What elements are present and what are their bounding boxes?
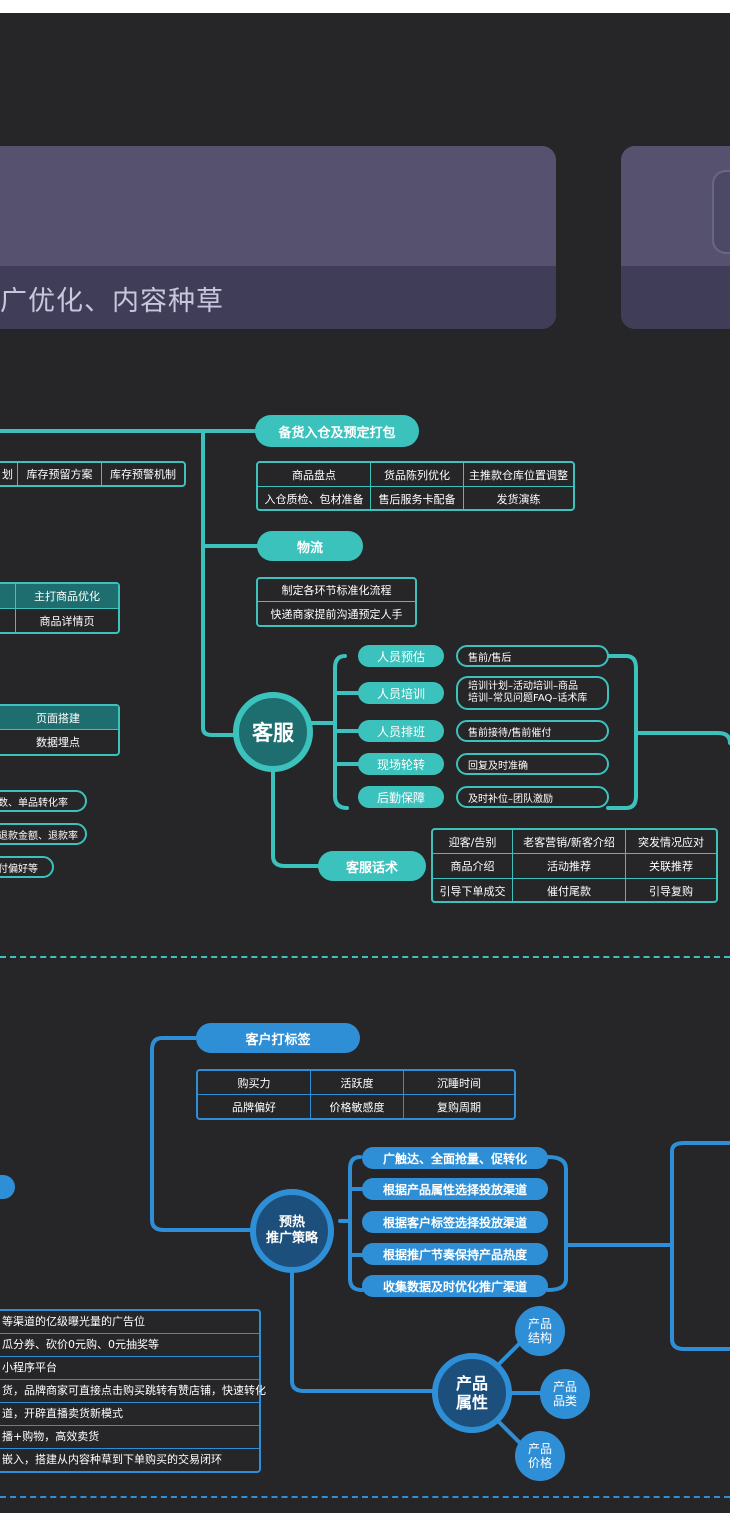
page-cell: 页面搭建 [0,706,118,730]
channel-row: 等渠道的亿级曝光量的广告位 [0,1311,259,1334]
service-trunk [201,431,237,737]
script-cell: 引导下单成交 [433,879,513,902]
side-banner [621,146,730,329]
mindmap-canvas: 广优化、内容种草 备货入仓及预定打包 划 库存预留方案 库存预警机制 商品盘点 … [0,13,730,1513]
promo-item[interactable]: 根据推广节奏保持产品热度 [362,1243,548,1265]
stock-left-cell: 库存预留方案 [18,463,102,485]
channel-row: 小程序平台 [0,1357,259,1380]
product-cell: 商品详情页 [39,615,95,628]
logistics-node[interactable]: 物流 [257,531,363,561]
script-node[interactable]: 客服话术 [318,851,426,881]
promo-item[interactable]: 根据客户标签选择投放渠道 [362,1211,548,1233]
script-connector [271,766,320,868]
script-cell: 迎客/告别 [433,830,513,853]
left-chip: 退款金额、退款率 [0,823,87,845]
logistics-item: 制定各环节标准化流程 [258,579,415,602]
promo-item[interactable]: 根据产品属性选择投放渠道 [362,1178,548,1200]
channel-row: 瓜分券、砍价0元购、0元抽奖等 [0,1334,259,1357]
service-branch-detail: 售前接待/售前催付 [456,720,609,742]
channel-row: 嵌入，搭建从内容种草到下单购买的交易闭环 [2,1453,222,1466]
promo-bracket [348,1155,364,1292]
promo-center-node[interactable]: 预热 推广策略 [250,1189,334,1273]
tagging-cell: 购买力 [198,1071,311,1094]
logistics-item: 快递商家提前沟通预定人手 [270,607,403,621]
script-cell: 活动推荐 [513,854,626,878]
tagging-cell: 沉睡时间 [437,1076,481,1090]
stock-cell: 入仓质检、包材准备 [258,487,371,510]
tagging-table: 购买力 活跃度 沉睡时间 品牌偏好 价格敏感度 复购周期 [196,1069,516,1120]
channel-row: 货，品牌商家可直接点击购买跳转有赞店铺，快速转化 [0,1380,266,1403]
product-table: 主打商品优化 商品详情页 [0,582,120,634]
top-banner [0,146,556,329]
service-branch-detail: 回复及时准确 [456,753,609,775]
left-blue-node [0,1175,15,1199]
tagging-cell: 活跃度 [311,1071,404,1094]
page-cell: 数据埋点 [36,736,80,749]
section-divider [0,1496,730,1498]
tagging-node[interactable]: 客户打标签 [196,1023,360,1053]
stock-cell: 货品陈列优化 [371,463,464,486]
left-chip: 数、单品转化率 [0,790,87,812]
stock-left-cell: 库存预警机制 [110,468,176,481]
stock-cell: 发货演练 [496,492,541,506]
channel-table: 等渠道的亿级曝光量的广告位 瓜分券、砍价0元购、0元抽奖等 小程序平台 货，品牌… [0,1309,266,1473]
attr-connector [290,1259,434,1393]
stock-cell: 主推款仓库位置调整 [469,468,568,482]
promo-stubs [338,1187,364,1257]
stock-left-cell: 划 [0,463,18,485]
channel-row: 播+购物，高效卖货 [0,1426,259,1449]
banner-title: 广优化、内容种草 [0,286,224,317]
service-branch-node[interactable]: 现场轮转 [358,753,444,775]
service-branch-detail: 培训计划–活动培训–商品培训–常见问题FAQ–话术库 [456,676,609,710]
tagging-cell: 复购周期 [437,1101,481,1114]
tag-connector [150,1036,252,1232]
promo-item[interactable]: 收集数据及时优化推广渠道 [362,1275,548,1297]
attr-item-node[interactable]: 产品 品类 [540,1369,590,1419]
left-chip: 付偏好等 [0,856,54,878]
product-cell: 主打商品优化 [16,584,118,608]
script-cell: 引导复购 [649,884,693,898]
section-divider [0,956,730,958]
tagging-cell: 价格敏感度 [311,1095,404,1119]
service-branch-detail: 售前/售后 [456,645,609,667]
service-right-exit [634,731,730,745]
logistics-table: 制定各环节标准化流程 快递商家提前沟通预定人手 [256,577,417,627]
service-branch-stubs [310,691,360,766]
service-branch-detail: 及时补位–团队激励 [456,786,609,808]
page-table: 页面搭建 数据埋点 [0,704,120,756]
connector-lines [0,429,730,1447]
stock-cell: 商品盘点 [258,463,371,486]
promo-right-exit [564,1141,730,1351]
service-center-node[interactable]: 客服 [233,692,313,772]
stock-cell: 售后服务卡配备 [371,487,464,510]
script-cell: 催付尾款 [513,879,626,902]
script-cell: 老客营销/新客介绍 [513,830,626,853]
script-table: 迎客/告别 老客营销/新客介绍 突发情况应对 商品介绍 活动推荐 关联推荐 引导… [431,828,718,903]
attr-item-node[interactable]: 产品 价格 [515,1431,565,1481]
attr-center-node[interactable]: 产品 属性 [432,1353,512,1433]
stock-left-row: 划 库存预留方案 库存预警机制 [0,461,186,487]
promo-right-bracket [546,1155,568,1292]
promo-item[interactable]: 广触达、全面抢量、促转化 [362,1147,548,1169]
tagging-cell: 品牌偏好 [198,1095,311,1119]
script-cell: 商品介绍 [433,854,513,878]
service-branch-node[interactable]: 人员预估 [358,645,444,667]
service-branch-node[interactable]: 人员排班 [358,720,444,742]
banner-number-badge [712,170,730,254]
script-cell: 关联推荐 [649,860,693,873]
stock-node[interactable]: 备货入仓及预定打包 [255,415,419,447]
service-right-bracket [606,654,638,810]
attr-item-node[interactable]: 产品 结构 [515,1306,565,1356]
channel-row: 道，开辟直播卖货新模式 [0,1403,259,1426]
stock-table: 商品盘点 货品陈列优化 主推款仓库位置调整 入仓质检、包材准备 售后服务卡配备 … [256,461,575,511]
service-branch-node[interactable]: 后勤保障 [358,786,444,808]
script-cell: 突发情况应对 [638,835,704,849]
service-branch-node[interactable]: 人员培训 [358,682,444,704]
